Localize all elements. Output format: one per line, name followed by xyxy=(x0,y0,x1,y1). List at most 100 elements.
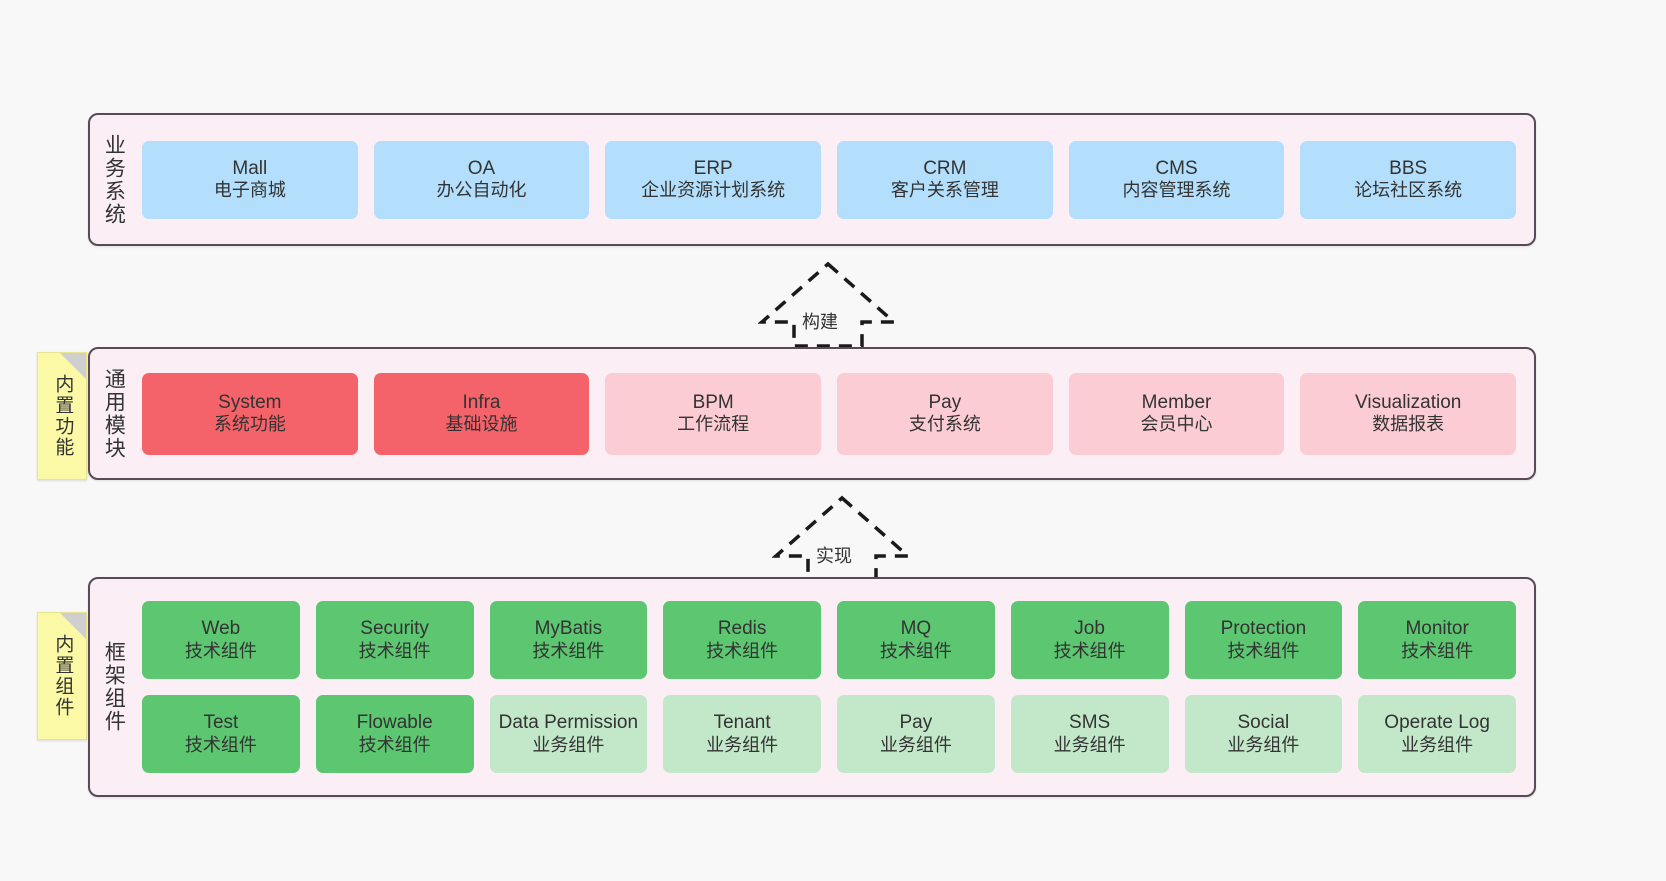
note-builtin-components: 内置组件 xyxy=(37,612,87,740)
card-system[interactable]: System 系统功能 xyxy=(142,372,358,455)
card-subtitle: 技术组件 xyxy=(358,734,431,755)
layer-title-business-systems: 业务系统 xyxy=(102,133,126,226)
card-subtitle: 数据报表 xyxy=(1372,414,1445,435)
card-member[interactable]: Member 会员中心 xyxy=(1068,372,1285,455)
card-oa[interactable]: OA 办公自动化 xyxy=(373,140,590,219)
card-subtitle: 工作流程 xyxy=(677,414,750,435)
card-subtitle: 业务组件 xyxy=(1053,734,1126,755)
card-title: BPM xyxy=(692,391,734,413)
card-subtitle: 内容管理系统 xyxy=(1122,180,1231,201)
layer-business-systems: 业务系统 Mall 电子商城 OA 办公自动化 ERP 企业资源计划系统 CRM… xyxy=(88,113,1536,246)
card-subtitle: 基础设施 xyxy=(445,414,518,435)
layer-body-business-systems: Mall 电子商城 OA 办公自动化 ERP 企业资源计划系统 CRM 客户关系… xyxy=(136,115,1534,244)
card-tenant[interactable]: Tenant 业务组件 xyxy=(663,695,821,773)
card-title: MQ xyxy=(900,618,932,640)
note-fold-corner-icon xyxy=(60,613,86,639)
note-fold-corner-icon xyxy=(60,353,86,379)
card-title: Pay xyxy=(899,712,933,734)
layer-title-common-modules: 通用模块 xyxy=(102,367,126,460)
card-web[interactable]: Web 技术组件 xyxy=(142,601,300,679)
card-security[interactable]: Security 技术组件 xyxy=(315,601,474,679)
card-title: Security xyxy=(360,618,429,640)
card-erp[interactable]: ERP 企业资源计划系统 xyxy=(605,140,822,219)
card-subtitle: 技术组件 xyxy=(532,640,605,661)
card-title: Data Permission xyxy=(498,712,639,734)
card-subtitle: 业务组件 xyxy=(879,734,952,755)
card-subtitle: 业务组件 xyxy=(532,734,605,755)
card-row: Web 技术组件 Security 技术组件 MyBatis 技术组件 Redi… xyxy=(142,601,1516,679)
card-subtitle: 支付系统 xyxy=(908,414,981,435)
card-job[interactable]: Job 技术组件 xyxy=(1010,601,1169,679)
card-subtitle: 技术组件 xyxy=(1227,640,1300,661)
card-test[interactable]: Test 技术组件 xyxy=(142,695,300,773)
card-crm[interactable]: CRM 客户关系管理 xyxy=(837,140,1053,219)
card-pay[interactable]: Pay 支付系统 xyxy=(837,372,1053,455)
card-title: Visualization xyxy=(1355,391,1462,413)
card-subtitle: 电子商城 xyxy=(213,180,286,201)
card-title: CMS xyxy=(1155,157,1198,179)
card-title: SMS xyxy=(1069,712,1111,734)
arrow-build-icon xyxy=(757,261,899,348)
card-title: System xyxy=(218,391,282,413)
card-subtitle: 系统功能 xyxy=(213,414,286,435)
card-protection[interactable]: Protection 技术组件 xyxy=(1184,601,1343,679)
card-subtitle: 客户关系管理 xyxy=(890,180,999,201)
card-cms[interactable]: CMS 内容管理系统 xyxy=(1068,140,1285,219)
arrow-implement-label: 实现 xyxy=(816,546,852,566)
layer-body-common-modules: System 系统功能 Infra 基础设施 BPM 工作流程 Pay 支付系统… xyxy=(136,349,1534,478)
arrow-implement-icon xyxy=(771,495,913,582)
arrow-build: 构建 xyxy=(757,258,899,348)
card-subtitle: 论坛社区系统 xyxy=(1354,180,1463,201)
card-mybatis[interactable]: MyBatis 技术组件 xyxy=(489,601,648,679)
card-title: Pay xyxy=(928,391,962,413)
card-visualization[interactable]: Visualization 数据报表 xyxy=(1300,372,1517,455)
card-row: System 系统功能 Infra 基础设施 BPM 工作流程 Pay 支付系统… xyxy=(142,372,1517,455)
card-title: Job xyxy=(1074,618,1105,640)
card-subtitle: 技术组件 xyxy=(1401,640,1474,661)
card-pay-component[interactable]: Pay 业务组件 xyxy=(837,695,995,773)
note-builtin-features: 内置功能 xyxy=(37,352,87,480)
card-title: Member xyxy=(1141,391,1212,413)
card-sms[interactable]: SMS 业务组件 xyxy=(1010,695,1169,773)
card-title: Monitor xyxy=(1405,618,1469,640)
card-title: Tenant xyxy=(713,712,771,734)
card-mq[interactable]: MQ 技术组件 xyxy=(837,601,995,679)
layer-framework-components: 框架组件 Web 技术组件 Security 技术组件 MyBatis 技术组件… xyxy=(88,577,1536,797)
card-subtitle: 业务组件 xyxy=(1401,734,1474,755)
card-subtitle: 技术组件 xyxy=(184,640,257,661)
card-title: Web xyxy=(201,618,241,640)
card-subtitle: 技术组件 xyxy=(358,640,431,661)
card-title: MyBatis xyxy=(534,618,603,640)
card-subtitle: 企业资源计划系统 xyxy=(641,180,786,201)
layer-title-framework-components: 框架组件 xyxy=(102,641,126,733)
card-subtitle: 业务组件 xyxy=(1227,734,1300,755)
card-subtitle: 技术组件 xyxy=(184,734,257,755)
card-bpm[interactable]: BPM 工作流程 xyxy=(605,372,822,455)
arrow-implement: 实现 xyxy=(771,492,913,582)
card-title: Protection xyxy=(1220,618,1307,640)
card-title: Infra xyxy=(462,391,501,413)
card-operate-log[interactable]: Operate Log 业务组件 xyxy=(1358,695,1516,773)
arrow-build-label: 构建 xyxy=(802,312,838,332)
card-redis[interactable]: Redis 技术组件 xyxy=(663,601,821,679)
card-mall[interactable]: Mall 电子商城 xyxy=(142,140,358,219)
card-social[interactable]: Social 业务组件 xyxy=(1184,695,1343,773)
card-title: Operate Log xyxy=(1384,712,1490,734)
card-subtitle: 技术组件 xyxy=(1053,640,1126,661)
card-monitor[interactable]: Monitor 技术组件 xyxy=(1358,601,1516,679)
note-label: 内置功能 xyxy=(52,374,74,458)
layer-common-modules: 通用模块 System 系统功能 Infra 基础设施 BPM 工作流程 Pay… xyxy=(88,347,1536,480)
layer-body-framework-components: Web 技术组件 Security 技术组件 MyBatis 技术组件 Redi… xyxy=(136,579,1534,795)
card-subtitle: 业务组件 xyxy=(706,734,779,755)
card-data-permission[interactable]: Data Permission 业务组件 xyxy=(489,695,648,773)
card-title: Flowable xyxy=(356,712,433,734)
card-subtitle: 会员中心 xyxy=(1140,414,1213,435)
card-row: Test 技术组件 Flowable 技术组件 Data Permission … xyxy=(142,695,1516,773)
card-flowable[interactable]: Flowable 技术组件 xyxy=(315,695,474,773)
card-bbs[interactable]: BBS 论坛社区系统 xyxy=(1300,140,1517,219)
card-title: Redis xyxy=(717,618,767,640)
card-title: ERP xyxy=(693,157,733,179)
card-title: Test xyxy=(203,712,239,734)
card-infra[interactable]: Infra 基础设施 xyxy=(373,372,590,455)
